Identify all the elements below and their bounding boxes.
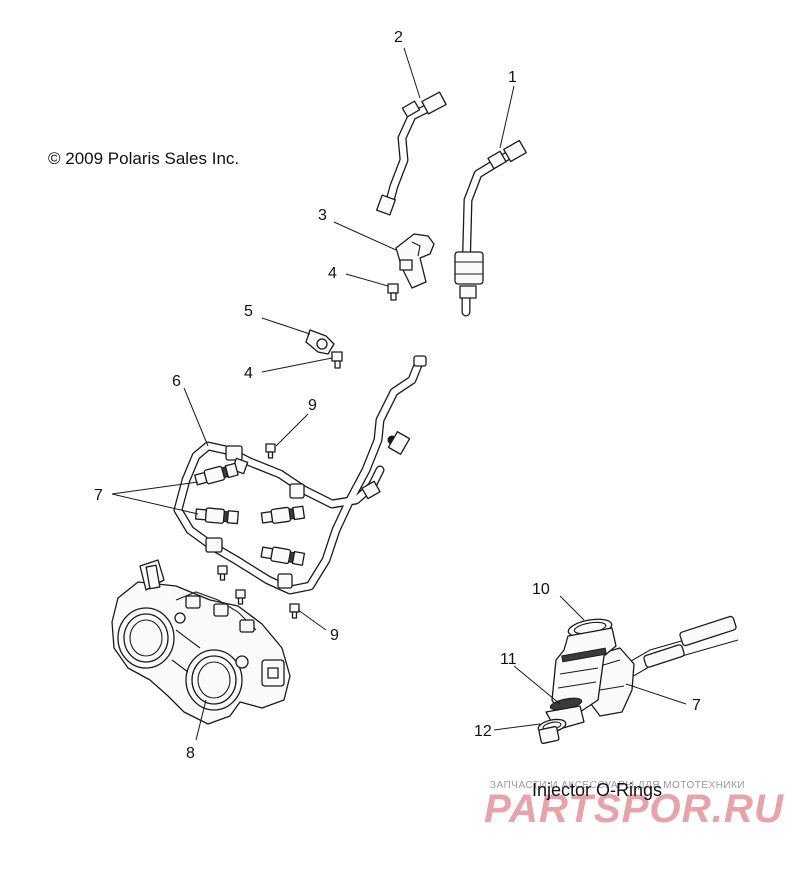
callout-2: 2	[394, 29, 403, 46]
callout-9-upper: 9	[308, 397, 317, 414]
callout-12: 12	[474, 723, 492, 740]
injector-detail	[537, 615, 739, 744]
leader-7-detail	[625, 683, 687, 705]
leader-7-a	[111, 481, 199, 495]
callout-7-main: 7	[94, 487, 103, 504]
detail-caption: Injector O-Rings	[532, 780, 662, 800]
leader-2	[403, 47, 421, 99]
callout-9-lower: 9	[330, 627, 339, 644]
part-9-screws	[217, 443, 300, 619]
callout-4-upper: 4	[328, 265, 337, 282]
leader-4-upper	[345, 273, 389, 287]
part-7-injectors	[194, 462, 306, 566]
leader-6	[183, 387, 209, 447]
leader-4-lower	[261, 357, 333, 373]
leader-7-b	[111, 493, 199, 515]
part-2-fuel-hose	[376, 91, 447, 216]
part-4-bolt-upper	[387, 283, 399, 301]
callout-5: 5	[244, 303, 253, 320]
callout-1: 1	[508, 69, 517, 86]
part-5-clamp	[305, 329, 335, 355]
leader-9-lower	[297, 609, 327, 631]
leader-10	[559, 595, 585, 621]
callout-3: 3	[318, 207, 327, 224]
callout-10: 10	[532, 581, 550, 598]
leader-3	[333, 221, 397, 251]
part-8-throttle-body	[111, 559, 291, 725]
leader-11	[513, 665, 561, 705]
part-4-bolt-lower	[331, 351, 343, 369]
callout-8: 8	[186, 745, 195, 762]
callout-7-detail: 7	[692, 697, 701, 714]
callout-4-lower: 4	[244, 365, 253, 382]
leader-12	[493, 723, 541, 731]
part-3-bracket	[395, 233, 435, 289]
callout-11: 11	[500, 651, 517, 668]
leader-5	[261, 317, 311, 335]
leader-1	[499, 85, 515, 149]
watermark-logo: PARTSPOR.RU	[484, 787, 784, 831]
part-1-fuel-line	[454, 139, 527, 317]
copyright-text: © 2009 Polaris Sales Inc.	[48, 149, 239, 168]
watermark-tagline: ЗАПЧАСТИ И АКСЕССУАРЫ ДЛЯ МОТОТЕХНИКИ	[490, 780, 745, 791]
leader-8	[195, 699, 207, 741]
callout-6: 6	[172, 373, 181, 390]
leader-9-upper	[275, 413, 309, 447]
